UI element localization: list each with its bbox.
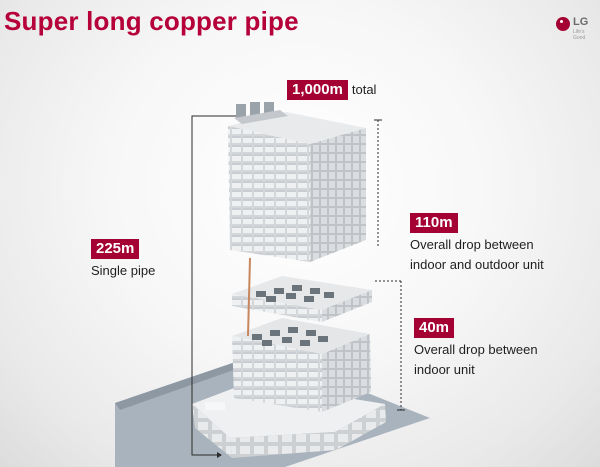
callout-drop-indoor: 40m Overall drop between indoor unit: [414, 318, 538, 380]
lg-logo-text: LG: [573, 16, 589, 28]
drop-guide-110m: [374, 119, 382, 248]
lower-building: [232, 318, 371, 412]
upper-tower: [228, 102, 366, 262]
lg-logo-icon: [556, 17, 570, 31]
lg-logo-tagline: Life's Good: [573, 29, 586, 41]
total-length-label: total: [351, 82, 377, 97]
drop-indoor-outdoor-line2: indoor and outdoor unit: [410, 257, 544, 272]
pipe-length-guide: [191, 115, 236, 458]
callout-single-pipe: 225m Single pipe: [91, 239, 155, 281]
drop-indoor-outdoor-line1: Overall drop between: [410, 237, 534, 252]
drop-indoor-line1: Overall drop between: [414, 342, 538, 357]
drop-guide-40m: [375, 280, 405, 411]
single-pipe-label: Single pipe: [91, 263, 156, 278]
single-pipe-value: 225m: [91, 239, 140, 259]
middle-slab: [232, 276, 372, 322]
drop-indoor-value: 40m: [414, 318, 455, 338]
total-length-value: 1,000m: [287, 80, 348, 100]
drop-indoor-outdoor-value: 110m: [410, 213, 458, 233]
lg-logo: LG Life's Good: [556, 15, 596, 41]
slide-title: Super long copper pipe: [4, 6, 299, 36]
callout-drop-indoor-outdoor: 110m Overall drop between indoor and out…: [410, 213, 544, 275]
copper-pipe-vertical: [247, 257, 251, 337]
drop-indoor-line2: indoor unit: [414, 362, 475, 377]
